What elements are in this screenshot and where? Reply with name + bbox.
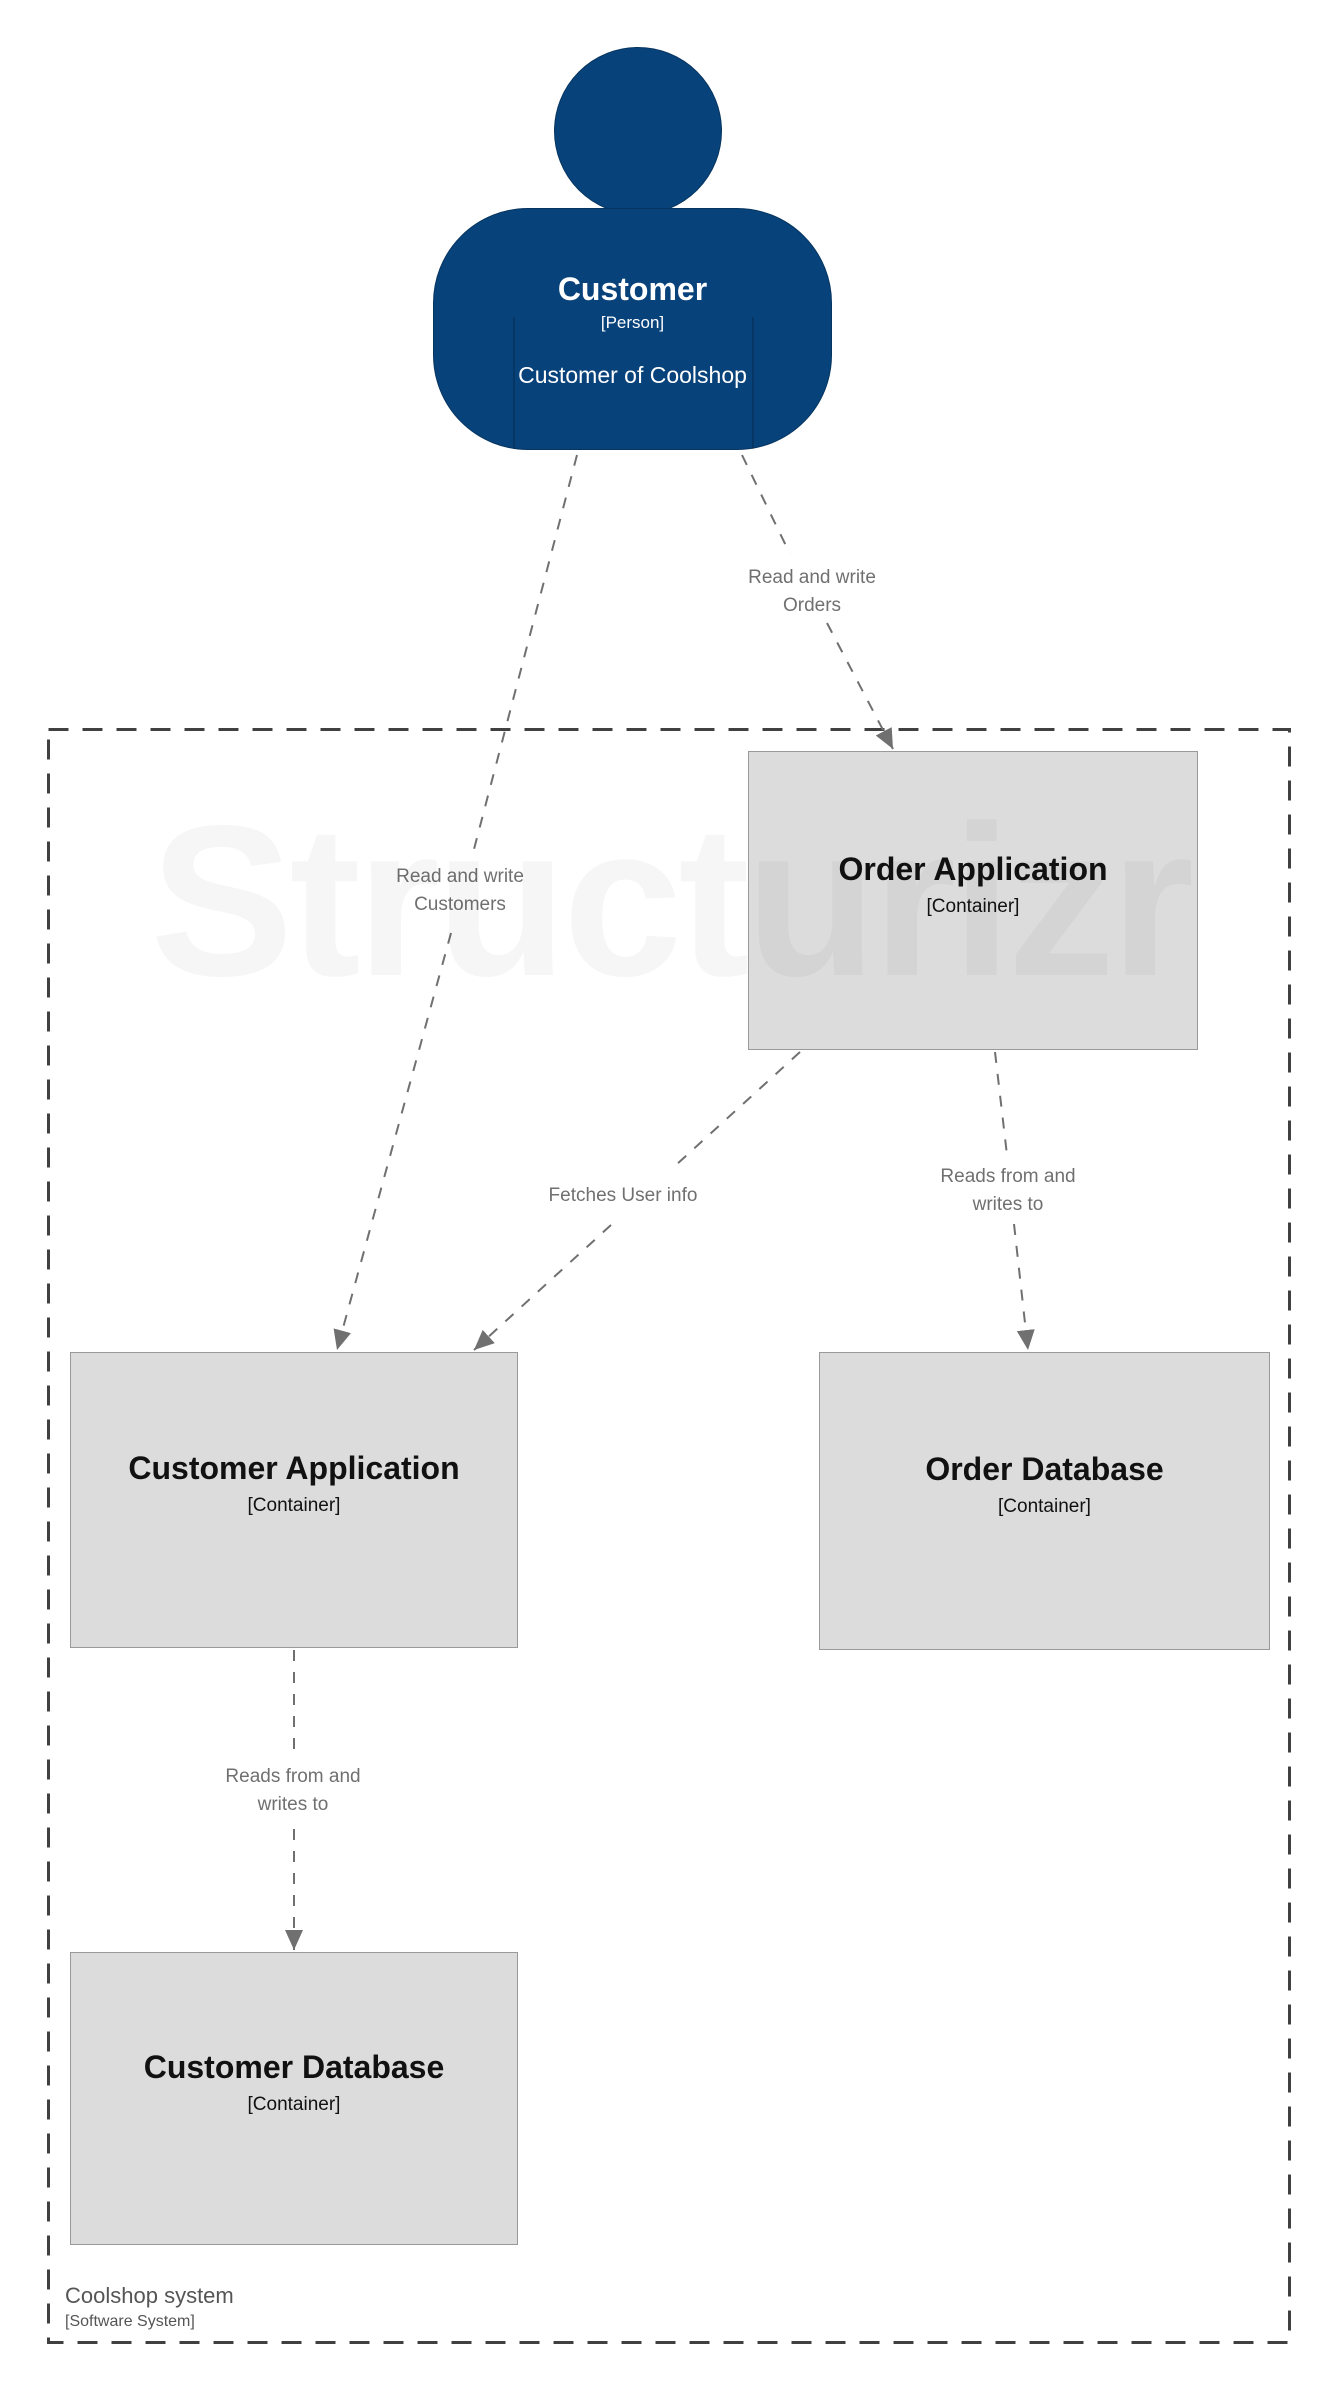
- relationship-label-fetches-user-info: Fetches User info: [548, 1185, 698, 1206]
- person-name: Customer: [557, 270, 708, 307]
- relationship-label-read-write-customers: Read and write Customers: [396, 866, 524, 915]
- container-meta: [Container]: [247, 1495, 341, 1516]
- relationship-label-reads-writes-orderdb: Reads from and writes to: [940, 1166, 1076, 1215]
- boundary-name: Coolshop system: [65, 2283, 234, 2308]
- container-meta: [Container]: [926, 895, 1020, 917]
- container-node-customer-database: Customer Database [Container]: [70, 1952, 518, 2245]
- container-name: Order Database: [925, 1451, 1164, 1487]
- person-arm-divider: [752, 317, 754, 449]
- person-arm-divider: [513, 317, 515, 449]
- relationship-line-orderapp-customerapp: [473, 1051, 801, 1351]
- container-node-order-application: Order Application [Container]: [748, 751, 1198, 1050]
- container-node-customer-application: Customer Application [Container]: [70, 1352, 518, 1648]
- container-node-order-database: Order Database [Container]: [819, 1352, 1270, 1650]
- relationship-label-read-write-orders: Read and write Orders: [748, 567, 876, 616]
- boundary-meta: [Software System]: [65, 2313, 195, 2331]
- person-body: Customer [Person] Customer of Coolshop: [433, 208, 832, 450]
- container-name: Customer Application: [128, 1450, 460, 1486]
- relationship-line-customer-orderapp: [741, 454, 894, 750]
- person-description: Customer of Coolshop: [518, 361, 747, 388]
- relationship-line-orderapp-orderdb: [994, 1051, 1035, 1351]
- relationship-label-reads-writes-customerdb: Reads from and writes to: [225, 1766, 361, 1815]
- container-name: Customer Database: [143, 2048, 445, 2085]
- container-meta: [Container]: [247, 2093, 341, 2115]
- relationship-line-customer-customerapp: [333, 454, 578, 1351]
- container-meta: [Container]: [998, 1496, 1091, 1517]
- system-boundary-box: [47, 728, 1291, 2344]
- container-name: Order Application: [838, 850, 1108, 887]
- person-head-icon: [554, 47, 722, 215]
- boundary-label: Coolshop system [Software System]: [65, 2283, 234, 2332]
- person-meta: [Person]: [600, 312, 665, 332]
